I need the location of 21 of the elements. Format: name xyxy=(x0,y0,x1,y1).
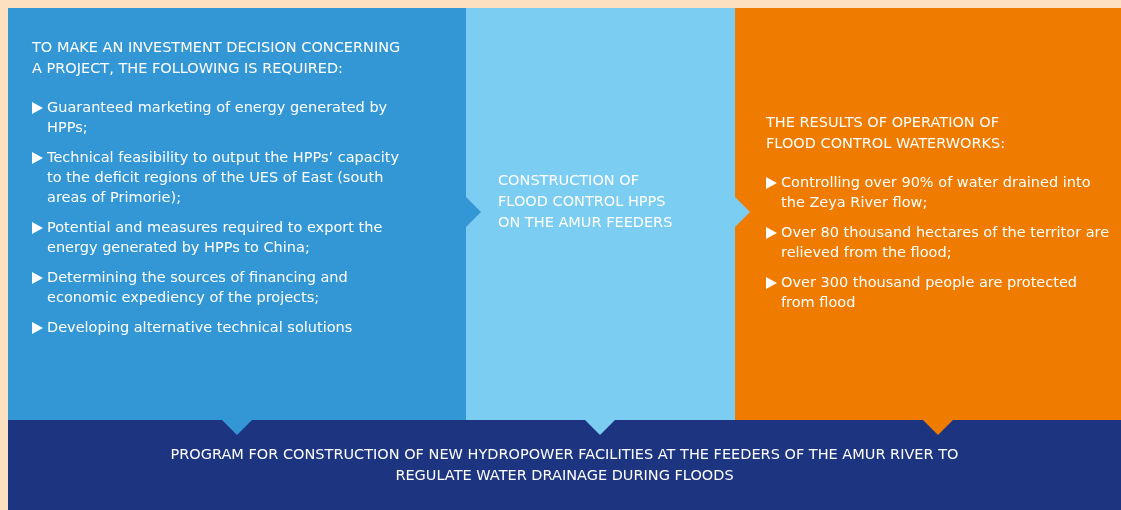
chevron-arrow xyxy=(463,197,481,227)
chevron-arrow xyxy=(585,417,615,435)
bullet-text: Developing alternative technical solutions xyxy=(47,318,353,337)
bullet-text: Determining the sources of financing and economic expediency of the projects; xyxy=(47,268,349,307)
panel xyxy=(466,8,735,420)
bullet-text: Over 300 thousand people are protected from flood xyxy=(781,273,1079,312)
chevron-arrow xyxy=(222,417,252,435)
bullet-text: Technical feasibility to output the HPPs’ capacity to the deficit regions of the UES of East (south areas of Primorie); xyxy=(47,148,400,207)
chevron-arrow xyxy=(923,417,953,435)
panel-heading: CONSTRUCTION OF FLOOD CONTROL HPPS ON THE AMUR FEEDERS xyxy=(498,171,674,232)
bullet-text: Guaranteed marketing of energy generated by HPPs; xyxy=(47,98,389,137)
panel xyxy=(8,8,466,420)
panel xyxy=(8,420,1121,510)
panel-heading: TO MAKE AN INVESTMENT DECISION CONCERNING A PROJECT, THE FOLLOWING IS REQUIRED: xyxy=(32,38,402,78)
bullet-text: Potential and measures required to export the energy generated by HPPs to China; xyxy=(47,218,384,257)
banner-text: PROGRAM FOR CONSTRUCTION OF NEW HYDROPOWER FACILITIES AT THE FEEDERS OF THE AMUR RIVER TO REGULATE WATER DRAINAGE DURING FLOODS xyxy=(169,445,960,485)
bullet-text: Over 80 thousand hectares of the territor are relieved from the flood; xyxy=(781,223,1111,262)
panel-heading: THE RESULTS OF OPERATION OF FLOOD CONTROL WATERWORKS: xyxy=(766,113,1007,153)
bullet-text: Controlling over 90% of water drained into the Zeya River flow; xyxy=(781,173,1092,212)
panel xyxy=(735,8,1121,420)
chevron-arrow xyxy=(732,197,750,227)
